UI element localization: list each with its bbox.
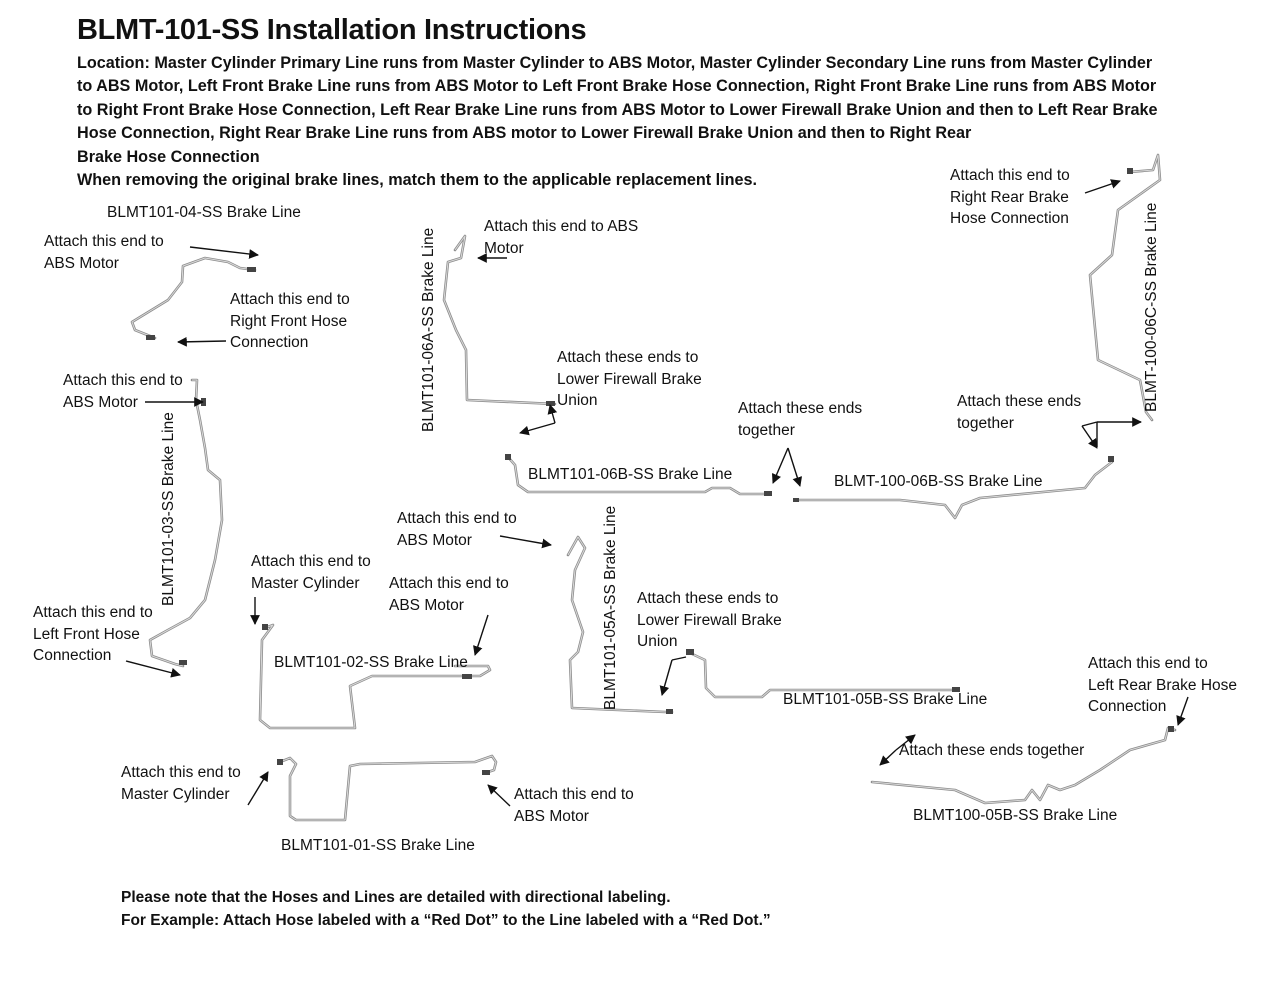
brake-line-06b-drawing: [505, 454, 772, 496]
line-label-06a: BLMT101-06A-SS Brake Line: [420, 227, 437, 432]
brake-line-01-drawing: [277, 754, 498, 822]
brake-line-06a-drawing: [442, 234, 557, 406]
callout-05-ends-together: Attach these ends together: [899, 742, 1085, 759]
line-label-01: BLMT101-01-SS Brake Line: [281, 837, 475, 854]
line-label-05a: BLMT101-05A-SS Brake Line: [602, 505, 619, 710]
location-line: Brake Hose Connection: [77, 147, 260, 166]
line-label-03: BLMT101-03-SS Brake Line: [160, 412, 177, 606]
line-label-100-06b: BLMT-100-06B-SS Brake Line: [834, 473, 1043, 490]
line-label-100-06c: BLMT-100-06C-SS Brake Line: [1143, 202, 1160, 412]
line-label-05b: BLMT101-05B-SS Brake Line: [783, 691, 988, 708]
location-description: Location: Master Cylinder Primary Line r…: [77, 52, 1217, 192]
brake-line-04-drawing: [130, 256, 257, 340]
location-line: Hose Connection, Right Rear Brake Line r…: [77, 124, 972, 143]
line-label-100-05b: BLMT100-05B-SS Brake Line: [913, 807, 1118, 824]
brake-line-100-05b-drawing: [870, 726, 1177, 805]
callout-arrows: [125, 179, 1189, 807]
brake-line-100-06b-drawing: [793, 456, 1114, 520]
brake-line-02-drawing: [258, 623, 492, 730]
directional-labeling-note: Please note that the Hoses and Lines are…: [121, 886, 771, 932]
brake-line-100-06c-drawing: [1088, 153, 1162, 422]
brake-line-05b-drawing: [686, 649, 960, 699]
location-line: to Right Front Brake Hose Connection, Le…: [77, 100, 1158, 119]
location-line: to ABS Motor, Left Front Brake Line runs…: [77, 77, 1157, 96]
line-label-02: BLMT101-02-SS Brake Line: [274, 654, 468, 671]
location-line: Location: Master Cylinder Primary Line r…: [77, 54, 1153, 72]
line-label-06b: BLMT101-06B-SS Brake Line: [528, 466, 733, 483]
location-line: When removing the original brake lines, …: [77, 171, 758, 190]
page-title: BLMT-101-SS Installation Instructions: [77, 14, 587, 46]
brake-line-05a-drawing: [566, 535, 674, 714]
note-line: For Example: Attach Hose labeled with a …: [121, 912, 771, 929]
line-label-04: BLMT101-04-SS Brake Line: [107, 204, 301, 221]
note-line: Please note that the Hoses and Lines are…: [121, 889, 671, 906]
